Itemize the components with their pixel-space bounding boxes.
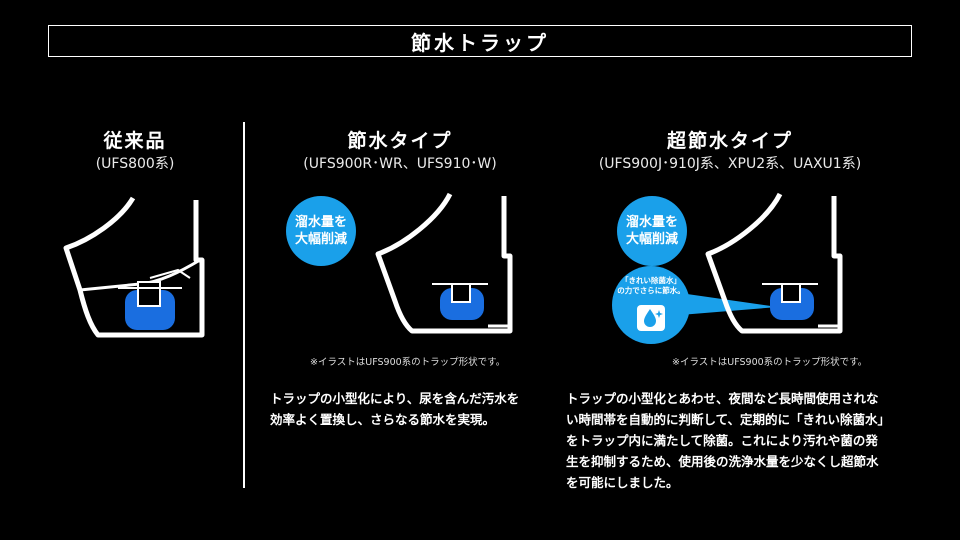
description-line: トラップの小型化により、尿を含んだ汚水を — [270, 391, 520, 406]
illustration-note-right: ※イラストはUFS900系のトラップ形状です。 — [672, 357, 868, 368]
callout-text: 「きれい除菌水」 の力でさらに節水。 — [612, 276, 690, 296]
description-line: トラップの小型化とあわせ、夜間など長時間使用されな — [566, 391, 879, 406]
description-line: い時間帯を自動的に判断して、定期的に「きれい除菌水」 — [566, 412, 891, 427]
page-title: 節水トラップ — [411, 30, 549, 55]
description-line: 生を抑制するため、使用後の洗浄水量を少なくし超節水 — [566, 454, 879, 469]
urinal-illustration-conventional — [63, 196, 205, 338]
description-line: をトラップ内に満たして除菌。これにより汚れや菌の発 — [566, 433, 878, 448]
sparkling-water-drop-icon — [637, 305, 665, 331]
title-box: 節水トラップ — [48, 25, 912, 57]
illustration-note-mid: ※イラストはUFS900系のトラップ形状です。 — [310, 357, 506, 368]
urinal-illustration-water-saving — [375, 192, 513, 334]
column-divider — [243, 122, 245, 488]
model-water-saving: (UFS900R･WR、UFS910･W) — [303, 156, 497, 172]
badge-line1: 溜水量を — [294, 215, 347, 230]
description-super-water-saving: トラップの小型化とあわせ、夜間など長時間使用されな い時間帯を自動的に判断して、… — [566, 388, 906, 493]
description-line: を可能にしました。 — [566, 475, 679, 490]
model-super-water-saving: (UFS900J･910J系、XPU2系、UAXU1系) — [598, 156, 862, 172]
heading-conventional: 従来品 — [103, 130, 167, 152]
callout-line2: の力でさらに節水。 — [617, 286, 685, 295]
callout-line1: 「きれい除菌水」 — [621, 276, 681, 285]
badge-line2: 大幅削減 — [625, 232, 678, 247]
model-conventional: (UFS800系) — [95, 156, 175, 172]
heading-super-water-saving: 超節水タイプ — [666, 130, 793, 152]
badge-line1: 溜水量を — [625, 215, 678, 230]
badge-line2: 大幅削減 — [294, 232, 347, 247]
description-water-saving: トラップの小型化により、尿を含んだ汚水を 効率よく置換し、さらなる節水を実現。 — [270, 388, 550, 430]
callout-pointer — [680, 293, 778, 315]
heading-water-saving: 節水タイプ — [347, 130, 453, 152]
description-line: 効率よく置換し、さらなる節水を実現。 — [270, 412, 496, 427]
reduced-water-badge-right: 溜水量を 大幅削減 — [617, 196, 687, 266]
urinal-illustration-super-water-saving — [705, 192, 843, 334]
reduced-water-badge-mid: 溜水量を 大幅削減 — [286, 196, 356, 266]
